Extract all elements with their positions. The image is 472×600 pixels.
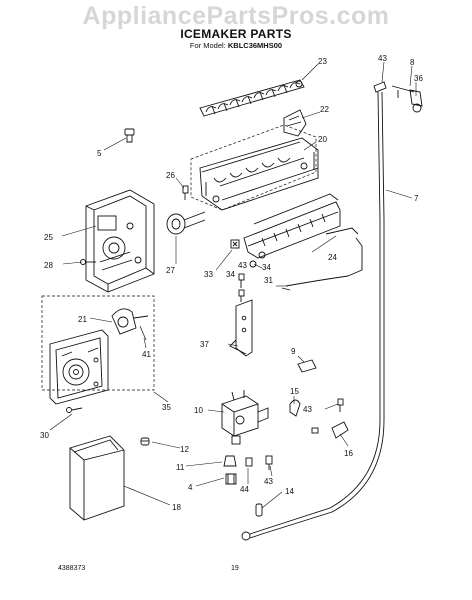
callout-43b: 43 xyxy=(238,261,247,270)
callout-22: 22 xyxy=(320,105,329,114)
part-panel xyxy=(69,435,125,521)
callout-18: 18 xyxy=(172,503,181,512)
model-number: KBLC36MHS00 xyxy=(227,41,283,50)
leader-lines xyxy=(49,61,417,509)
part-coupling xyxy=(166,211,206,235)
part-clip xyxy=(297,359,317,373)
page-number: 19 xyxy=(231,565,239,572)
callout-43c: 43 xyxy=(303,405,312,414)
callout-14: 14 xyxy=(285,487,294,496)
part-screw-26 xyxy=(182,185,189,200)
callout-20: 20 xyxy=(318,135,327,144)
part-screw-30 xyxy=(66,407,83,413)
callout-43a: 43 xyxy=(378,54,387,63)
callout-26: 26 xyxy=(166,171,175,180)
callout-5: 5 xyxy=(97,149,102,158)
part-motor xyxy=(111,308,149,335)
part-wire-harness xyxy=(281,237,363,291)
part-tube-fittings xyxy=(373,81,423,113)
part-fitting-44 xyxy=(245,455,273,470)
part-ejector-bar xyxy=(199,79,305,117)
callout-21: 21 xyxy=(78,315,87,324)
part-nut-34 xyxy=(249,251,266,268)
callout-43d: 43 xyxy=(264,477,273,486)
callout-16: 16 xyxy=(344,449,353,458)
callout-27: 27 xyxy=(166,266,175,275)
part-water-valve xyxy=(221,390,269,445)
part-screws-43c xyxy=(311,398,344,434)
document-number: 4388373 xyxy=(58,565,86,572)
callout-15: 15 xyxy=(290,387,299,396)
model-prefix: For Model: xyxy=(189,41,226,50)
callout-33: 33 xyxy=(204,270,213,279)
diagram-title: ICEMAKER PARTS xyxy=(180,27,292,41)
part-module xyxy=(49,329,109,405)
callout-8: 8 xyxy=(410,58,415,67)
callout-9: 9 xyxy=(291,347,296,356)
part-screw-5 xyxy=(124,128,135,143)
callout-10: 10 xyxy=(194,406,203,415)
model-line: For Model: KBLC36MHS00 xyxy=(0,41,472,50)
part-screws-43 xyxy=(238,273,245,302)
part-clamp-16 xyxy=(331,421,349,439)
callout-12: 12 xyxy=(180,445,189,454)
part-fill-tube xyxy=(241,91,385,541)
callout-41: 41 xyxy=(142,350,151,359)
callout-44: 44 xyxy=(240,485,249,494)
part-mold xyxy=(199,137,319,211)
callout-35: 35 xyxy=(162,403,171,412)
callout-30: 30 xyxy=(40,431,49,440)
part-clamp-15 xyxy=(289,399,301,417)
callout-31: 31 xyxy=(264,276,273,285)
part-nut-4 xyxy=(225,473,237,485)
callout-4: 4 xyxy=(188,483,193,492)
part-heater xyxy=(243,193,359,259)
part-grommet xyxy=(140,437,150,446)
callout-28: 28 xyxy=(44,261,53,270)
part-fitting-11 xyxy=(223,455,237,467)
callout-36: 36 xyxy=(414,74,423,83)
callout-labels: 23 43 8 36 22 5 20 26 7 25 28 27 33 34 4… xyxy=(40,54,423,512)
callout-23: 23 xyxy=(318,57,327,66)
watermark: AppliancePartsPros.com xyxy=(82,2,390,30)
callout-7: 7 xyxy=(414,194,419,203)
callout-37: 37 xyxy=(200,340,209,349)
part-cover xyxy=(283,109,307,137)
part-bracket xyxy=(229,299,253,357)
callout-34b: 34 xyxy=(262,263,271,272)
callout-11: 11 xyxy=(176,463,185,472)
part-screw-33 xyxy=(230,239,240,249)
callout-34a: 34 xyxy=(226,270,235,279)
part-housing xyxy=(85,189,155,293)
part-tube-end xyxy=(255,503,263,517)
callout-24: 24 xyxy=(328,253,337,262)
callout-25: 25 xyxy=(44,233,53,242)
